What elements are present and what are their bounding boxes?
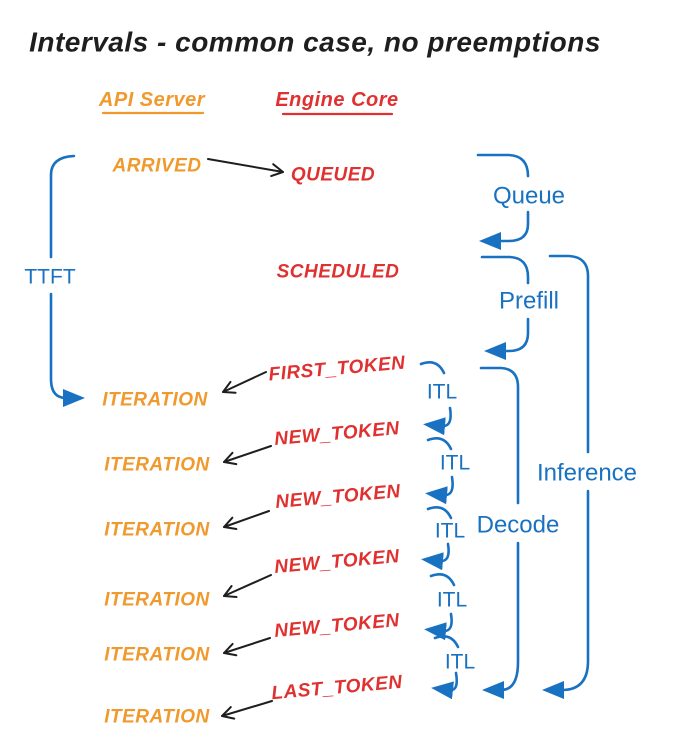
itl-bracket-2 — [426, 437, 453, 451]
arrow-new-token-3-to-iteration-4 — [223, 574, 272, 598]
arrived-label: ARRIVED — [111, 156, 201, 177]
ttft-bracket-top — [49, 154, 76, 259]
itl-bracket-1 — [419, 361, 446, 375]
arrow-new-token-1-to-iteration-2 — [223, 445, 272, 466]
inference-bracket-top — [548, 254, 590, 454]
prefill-bracket-bottom-arrow — [484, 317, 530, 360]
itl-interval-5: ITL — [431, 635, 475, 700]
queue-label: Queue — [493, 183, 565, 210]
new-token-label-4: NEW_TOKEN — [274, 610, 402, 642]
iteration-label-4: ITERATION — [104, 590, 210, 611]
itl-label-3: ITL — [435, 520, 465, 543]
iteration-label-5: ITERATION — [104, 645, 210, 666]
page-title: Intervals - common case, no preemptions — [29, 27, 601, 58]
prefill-bracket-top — [480, 255, 530, 285]
itl-interval-1: ITL — [419, 361, 457, 436]
itl-label-1: ITL — [427, 381, 457, 404]
decode-label: Decode — [477, 512, 560, 539]
new-token-label-3: NEW_TOKEN — [274, 546, 402, 578]
prefill-bracket: Prefill — [480, 255, 559, 360]
decode-bracket-bottom-arrow — [482, 541, 520, 699]
arrow-new-token-2-to-iteration-3 — [223, 510, 270, 530]
scheduled-label: SCHEDULED — [277, 262, 400, 283]
iteration-label-2: ITERATION — [104, 455, 210, 476]
engine-core-header: Engine Core — [275, 89, 398, 111]
ttft-label: TTFT — [24, 266, 75, 289]
itl-arrow-4 — [424, 612, 453, 641]
itl-label-4: ITL — [437, 589, 467, 612]
prefill-label: Prefill — [499, 288, 559, 315]
last-token-label: LAST_TOKEN — [271, 672, 404, 704]
decode-bracket: Decode — [477, 366, 560, 699]
engine-core-events: QUEUED SCHEDULED FIRST_TOKEN NEW_TOKEN N… — [268, 165, 407, 705]
ttft-bracket: TTFT — [24, 154, 85, 407]
arrow-new-token-4-to-iteration-5 — [223, 637, 271, 657]
itl-interval-4: ITL — [424, 573, 467, 641]
inference-bracket: Inference — [537, 254, 637, 699]
ttft-bracket-bottom-arrow — [49, 292, 85, 407]
arrow-last-token-to-iteration-6 — [221, 700, 273, 720]
itl-bracket-3 — [426, 506, 453, 520]
new-token-label-1: NEW_TOKEN — [274, 418, 402, 450]
inference-label: Inference — [537, 460, 637, 487]
itl-arrow-2 — [425, 475, 454, 505]
arrow-first-token-to-iteration-1 — [222, 371, 267, 394]
itl-arrow-5 — [431, 671, 459, 700]
itl-bracket-4 — [429, 573, 456, 587]
itl-label-5: ITL — [445, 651, 475, 674]
itl-bracket-5 — [433, 635, 460, 649]
column-headers: API Server Engine Core — [98, 89, 398, 116]
first-token-label: FIRST_TOKEN — [268, 352, 407, 385]
new-token-label-2: NEW_TOKEN — [275, 481, 403, 513]
queue-bracket-top — [476, 153, 530, 178]
iteration-label-3: ITERATION — [104, 520, 210, 541]
api-server-events: ARRIVED ITERATION ITERATION ITERATION IT… — [102, 156, 210, 728]
itl-label-2: ITL — [440, 452, 470, 475]
decode-bracket-top — [479, 366, 520, 505]
api-server-header: API Server — [98, 89, 206, 111]
itl-arrow-1 — [423, 406, 452, 436]
inference-bracket-bottom-arrow — [542, 489, 590, 699]
arrow-arrived-to-queued — [207, 158, 284, 178]
iteration-label-6: ITERATION — [104, 707, 210, 728]
iteration-label-1: ITERATION — [102, 390, 208, 411]
itl-arrow-3 — [421, 542, 450, 571]
itl-interval-2: ITL — [425, 437, 470, 505]
queue-bracket-bottom-arrow — [479, 210, 530, 250]
itl-interval-3: ITL — [421, 506, 465, 571]
queued-label: QUEUED — [291, 165, 375, 186]
event-connector-arrows — [207, 158, 284, 720]
queue-bracket: Queue — [476, 153, 565, 250]
